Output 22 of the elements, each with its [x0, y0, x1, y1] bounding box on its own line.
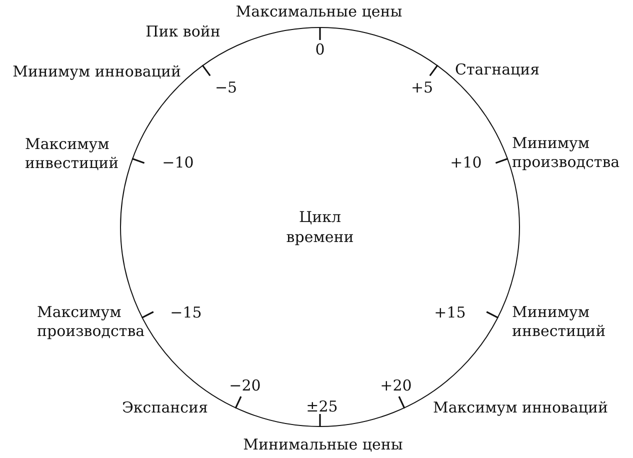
tick-label: +15 — [434, 304, 466, 322]
tick-label: −15 — [170, 304, 202, 322]
phase-label: Стагнация — [455, 60, 540, 80]
tick-label: ±25 — [306, 398, 338, 416]
phase-label: Минимум инноваций — [12, 62, 181, 82]
tick-label: 0 — [315, 40, 325, 60]
phase-label: Минимум производства — [512, 134, 620, 172]
tick-label: +5 — [410, 78, 434, 98]
phase-label: Минимальные цены — [243, 436, 403, 454]
tick-label: −10 — [162, 154, 194, 172]
tick-label: −20 — [229, 376, 261, 396]
center-label: Цикл времени — [286, 207, 354, 247]
phase-label: Максимум инвестиций — [25, 135, 119, 173]
tick-label: −5 — [214, 78, 238, 98]
phase-label: Экспансия — [122, 398, 208, 418]
tick-label: +20 — [380, 376, 412, 396]
phase-label: Максимальные цены — [236, 2, 402, 22]
phase-label: Пик войн — [146, 22, 220, 42]
phase-label: Максимум инноваций — [433, 398, 608, 418]
tick-label: +10 — [450, 154, 482, 172]
phase-label: Минимум инвестиций — [512, 303, 606, 341]
phase-label: Максимум производства — [37, 303, 145, 341]
